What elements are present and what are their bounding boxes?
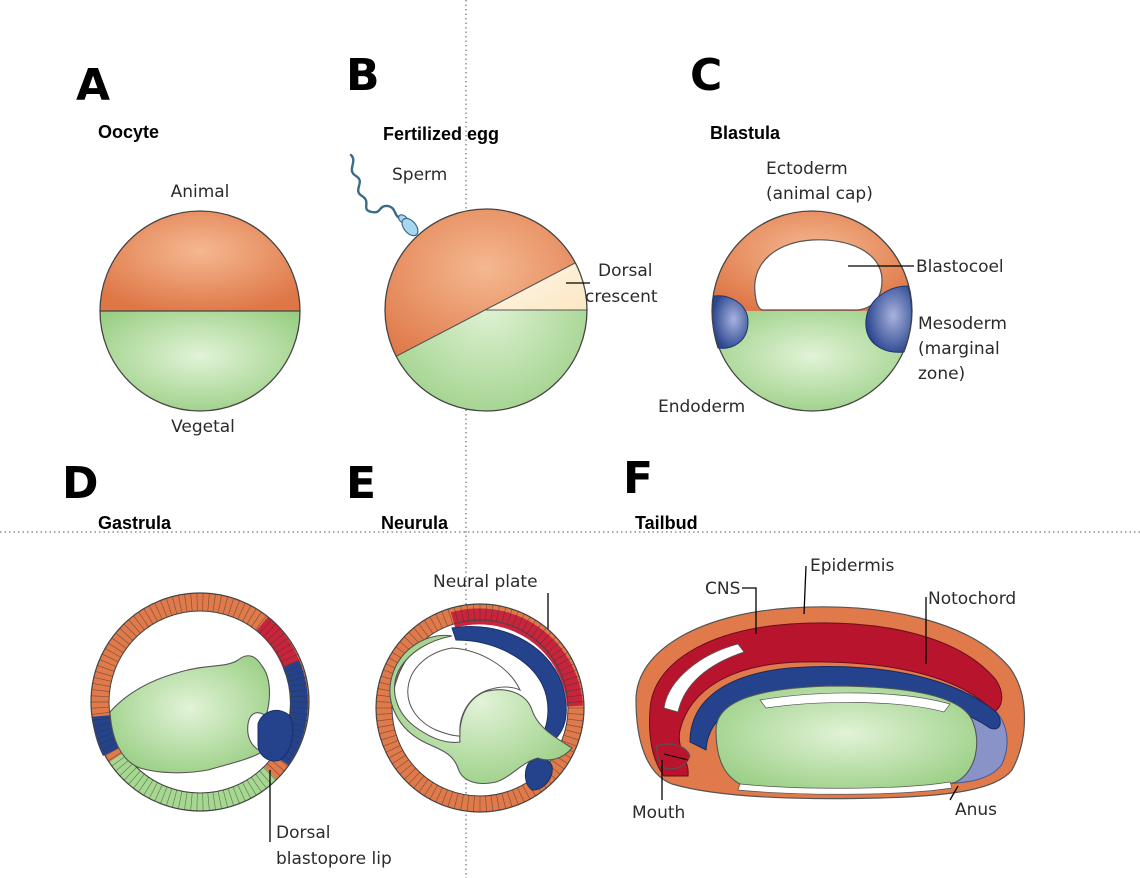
- panel-c: C Blastula Ectoderm (animal cap) Blastoc…: [658, 50, 1007, 417]
- sperm-label: Sperm: [392, 165, 447, 185]
- oocyte: [100, 211, 300, 411]
- anus-label: Anus: [955, 800, 997, 820]
- dorsal-crescent-label-2: crescent: [585, 287, 658, 307]
- epidermis-label: Epidermis: [810, 556, 894, 576]
- gastrula-neural-ring: [262, 624, 291, 664]
- blastocoel-label: Blastocoel: [916, 257, 1004, 277]
- panel-b-letter: B: [346, 50, 380, 101]
- panel-e-letter: E: [346, 458, 376, 509]
- ectoderm-label-2: (animal cap): [766, 184, 873, 204]
- neural-plate-label: Neural plate: [433, 572, 538, 592]
- tailbud-embryo: [636, 607, 1025, 799]
- notochord-label: Notochord: [928, 589, 1016, 609]
- blastula: [712, 211, 912, 411]
- blastopore-label-1: Dorsal: [276, 823, 330, 843]
- panel-e-title: Neurula: [381, 513, 449, 533]
- panel-b-title: Fertilized egg: [383, 124, 499, 144]
- panel-f: F Tailbud CNS Epidermis Notochord: [623, 453, 1025, 823]
- cns-label: CNS: [705, 579, 740, 599]
- panel-d-letter: D: [62, 458, 99, 509]
- panel-c-title: Blastula: [710, 123, 781, 143]
- gastrula-endoderm-mass: [110, 656, 269, 773]
- panel-f-letter: F: [623, 453, 653, 504]
- vegetal-label: Vegetal: [171, 417, 235, 437]
- panel-e: E Neurula Neural plate: [346, 458, 584, 812]
- panel-b: B Fertilized egg Sperm Dorsal crescent: [346, 50, 658, 420]
- dorsal-crescent-label-1: Dorsal: [598, 261, 652, 281]
- ectoderm-label-1: Ectoderm: [766, 159, 848, 179]
- panel-f-title: Tailbud: [635, 513, 698, 533]
- mesoderm-label-1: Mesoderm: [918, 314, 1007, 334]
- neurula: [376, 604, 584, 812]
- blastopore-label-2: blastopore lip: [276, 849, 392, 869]
- mouth-label: Mouth: [632, 803, 685, 823]
- gastrula: [91, 593, 309, 811]
- mesoderm-label-2: (marginal: [918, 339, 1000, 359]
- fertilized-egg: [370, 200, 600, 420]
- panel-d: D Gastrula Dorsal blastopore lip: [62, 458, 392, 869]
- panel-d-title: Gastrula: [98, 513, 172, 533]
- panel-a: A Oocyte Animal Vegetal: [76, 60, 300, 437]
- oocyte-vegetal-half: [100, 311, 300, 411]
- animal-label: Animal: [171, 182, 230, 202]
- mesoderm-label-3: zone): [918, 364, 965, 384]
- endoderm-label: Endoderm: [658, 397, 745, 417]
- oocyte-animal-half: [100, 211, 300, 311]
- panel-a-letter: A: [76, 60, 110, 111]
- panel-c-letter: C: [690, 50, 722, 101]
- panel-a-title: Oocyte: [98, 122, 159, 142]
